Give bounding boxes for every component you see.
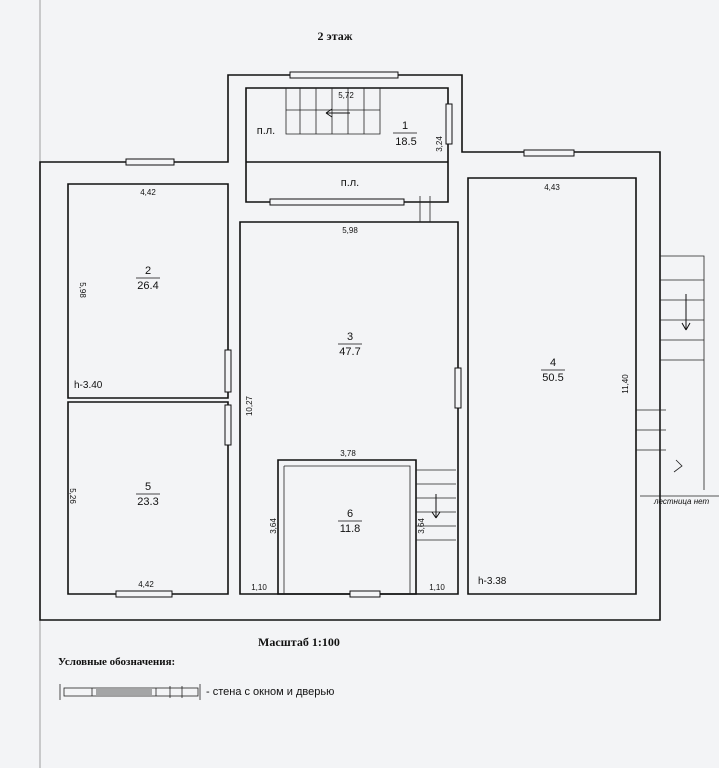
dim-5-98-height: 5,98 — [78, 282, 87, 298]
dim-1-10-left: 1,10 — [251, 583, 267, 592]
room-3-area: 47.7 — [339, 346, 360, 358]
dim-11-40: 11,40 — [621, 374, 630, 394]
dim-5-72: 5,72 — [338, 91, 354, 100]
stair-hall-outline — [245, 87, 449, 203]
dimensions: 5,72 3,24 4,42 4,43 5,98 5,98 10,27 11,4… — [68, 91, 630, 592]
room-4-outline — [467, 177, 637, 595]
room-1-id: 1 — [402, 120, 408, 132]
legend-title: Условные обозначения: — [58, 656, 175, 668]
room-3-id: 3 — [347, 331, 353, 343]
dim-3-78: 3,78 — [340, 449, 356, 458]
upper-stair — [285, 88, 381, 135]
room-3-outline — [239, 221, 459, 595]
legend-text: - стена с окном и дверью — [206, 686, 334, 698]
room-5-area: 23.3 — [137, 496, 158, 508]
room-2-outline — [67, 183, 229, 399]
room-6-id: 6 — [347, 508, 353, 520]
dim-5-26: 5,26 — [68, 488, 77, 504]
dim-3-24: 3,24 — [435, 136, 444, 152]
dim-1-10-right: 1,10 — [429, 583, 445, 592]
inner-stair — [416, 469, 456, 541]
external-stair — [636, 255, 719, 497]
dim-4-42-bottom: 4,42 — [138, 580, 154, 589]
room-5-id: 5 — [145, 481, 151, 493]
ceiling-height-left: h-3.40 — [74, 380, 103, 391]
dim-4-43: 4,43 — [544, 183, 560, 192]
dim-3-64-right: 3,64 — [417, 518, 426, 534]
wall-openings — [115, 71, 575, 598]
external-stair-label: лестница нет — [653, 497, 709, 506]
dim-5-98-width: 5,98 — [342, 226, 358, 235]
dim-4-42-top: 4,42 — [140, 188, 156, 197]
scale-label: Масштаб 1:100 — [258, 635, 340, 649]
floor-title: 2 этаж — [318, 29, 353, 43]
room-labels: 1 18.5 2 26.4 3 47.7 4 50.5 5 23.3 6 11.… — [74, 120, 709, 587]
landing-label-upper: п.л. — [257, 125, 276, 137]
room-1-area: 18.5 — [395, 136, 416, 148]
room-6-area: 11.8 — [340, 523, 361, 535]
room-4-area: 50.5 — [542, 372, 563, 384]
dim-3-64-left: 3,64 — [269, 518, 278, 534]
room-4-id: 4 — [550, 357, 556, 369]
ceiling-height-right: h-3.38 — [478, 576, 507, 587]
room-2-id: 2 — [145, 265, 151, 277]
room-5-outline — [67, 401, 229, 595]
landing-label-lower: п.л. — [341, 177, 360, 189]
room-2-area: 26.4 — [137, 280, 158, 292]
room-6-outline — [277, 459, 417, 595]
dim-10-27: 10,27 — [245, 395, 254, 416]
outer-walls — [39, 74, 661, 621]
legend-wall-symbol — [59, 684, 201, 700]
